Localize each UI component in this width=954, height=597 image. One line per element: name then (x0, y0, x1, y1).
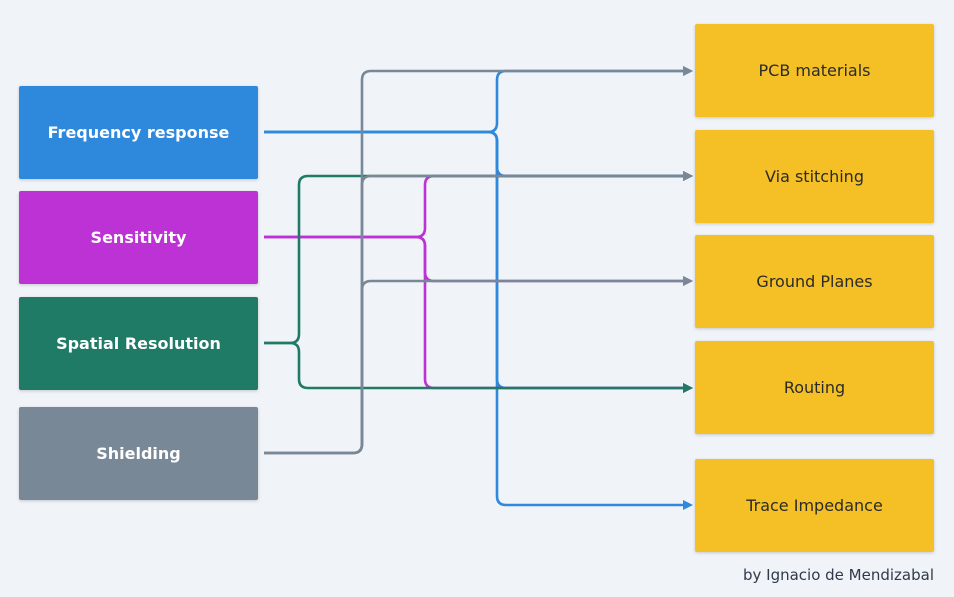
link-frequency-response-to-via-stitching (264, 130, 684, 178)
target-node-via-stitching: Via stitching (695, 130, 934, 223)
arrowhead-routing (683, 383, 693, 393)
source-label: Sensitivity (90, 228, 187, 247)
author-credit: by Ignacio de Mendizabal (742, 566, 934, 584)
target-node-routing: Routing (695, 341, 934, 434)
source-node-spatial-resolution: Spatial Resolution (19, 297, 258, 390)
target-label: Trace Impedance (746, 496, 883, 515)
link-shielding-to-ground-planes (264, 279, 684, 455)
source-node-shielding: Shielding (19, 407, 258, 500)
link-shielding-to-pcb-materials (264, 69, 684, 455)
source-node-frequency-response: Frequency response (19, 86, 258, 179)
target-node-ground-planes: Ground Planes (695, 235, 934, 328)
target-label: PCB materials (758, 61, 871, 80)
target-label: Via stitching (765, 167, 864, 186)
arrowhead-trace-impedance (683, 500, 693, 510)
arrowhead-pcb-materials (683, 66, 693, 76)
source-label: Spatial Resolution (56, 334, 221, 353)
target-label: Ground Planes (756, 272, 873, 291)
link-spatial-resolution-to-routing (264, 341, 684, 390)
link-sensitivity-to-routing (264, 235, 684, 390)
link-frequency-response-to-routing (264, 130, 684, 390)
link-shielding-to-via-stitching (264, 174, 684, 455)
target-node-trace-impedance: Trace Impedance (695, 459, 934, 552)
arrowhead-ground-planes (683, 276, 693, 286)
target-label: Routing (783, 378, 846, 397)
source-label: Shielding (96, 444, 181, 463)
link-frequency-response-to-pcb-materials (264, 69, 684, 134)
link-frequency-response-to-trace-impedance (264, 130, 684, 507)
link-spatial-resolution-to-via-stitching (264, 174, 684, 345)
arrowhead-via-stitching (683, 171, 693, 181)
target-node-pcb-materials: PCB materials (695, 24, 934, 117)
source-node-sensitivity: Sensitivity (19, 191, 258, 284)
source-label: Frequency response (47, 123, 230, 142)
link-sensitivity-to-via-stitching (264, 174, 684, 239)
link-sensitivity-to-ground-planes (264, 235, 684, 283)
